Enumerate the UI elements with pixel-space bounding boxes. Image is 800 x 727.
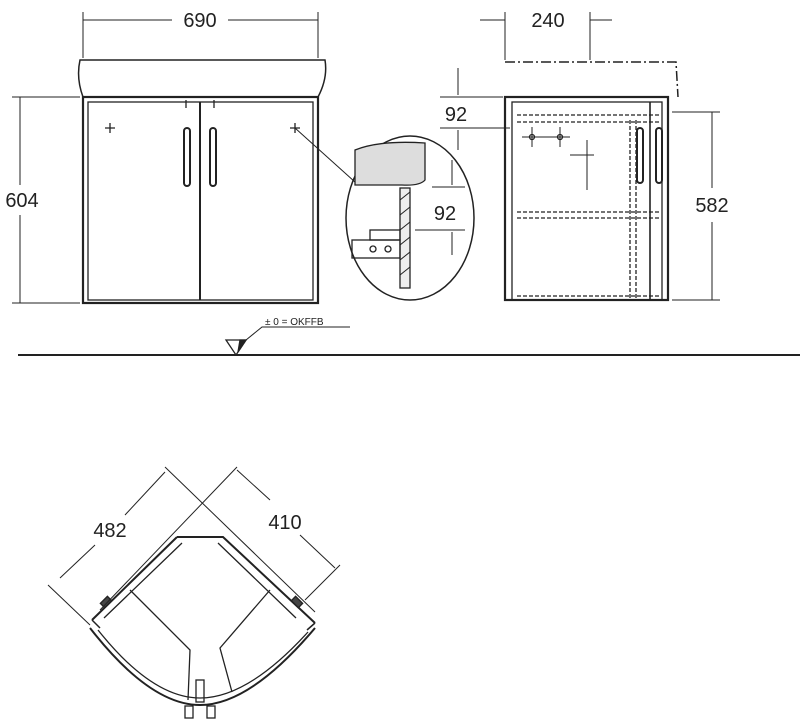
basin-outline — [77, 59, 327, 98]
plan-view — [47, 466, 341, 719]
detail-view — [345, 135, 475, 301]
side-view — [440, 12, 720, 302]
handle-left — [183, 127, 191, 187]
floor-line — [18, 326, 800, 357]
mount-crosses — [105, 123, 300, 133]
front-view — [12, 12, 356, 305]
cabinet-body — [81, 95, 320, 305]
handle-right — [209, 127, 217, 187]
detail-leader — [294, 127, 356, 183]
